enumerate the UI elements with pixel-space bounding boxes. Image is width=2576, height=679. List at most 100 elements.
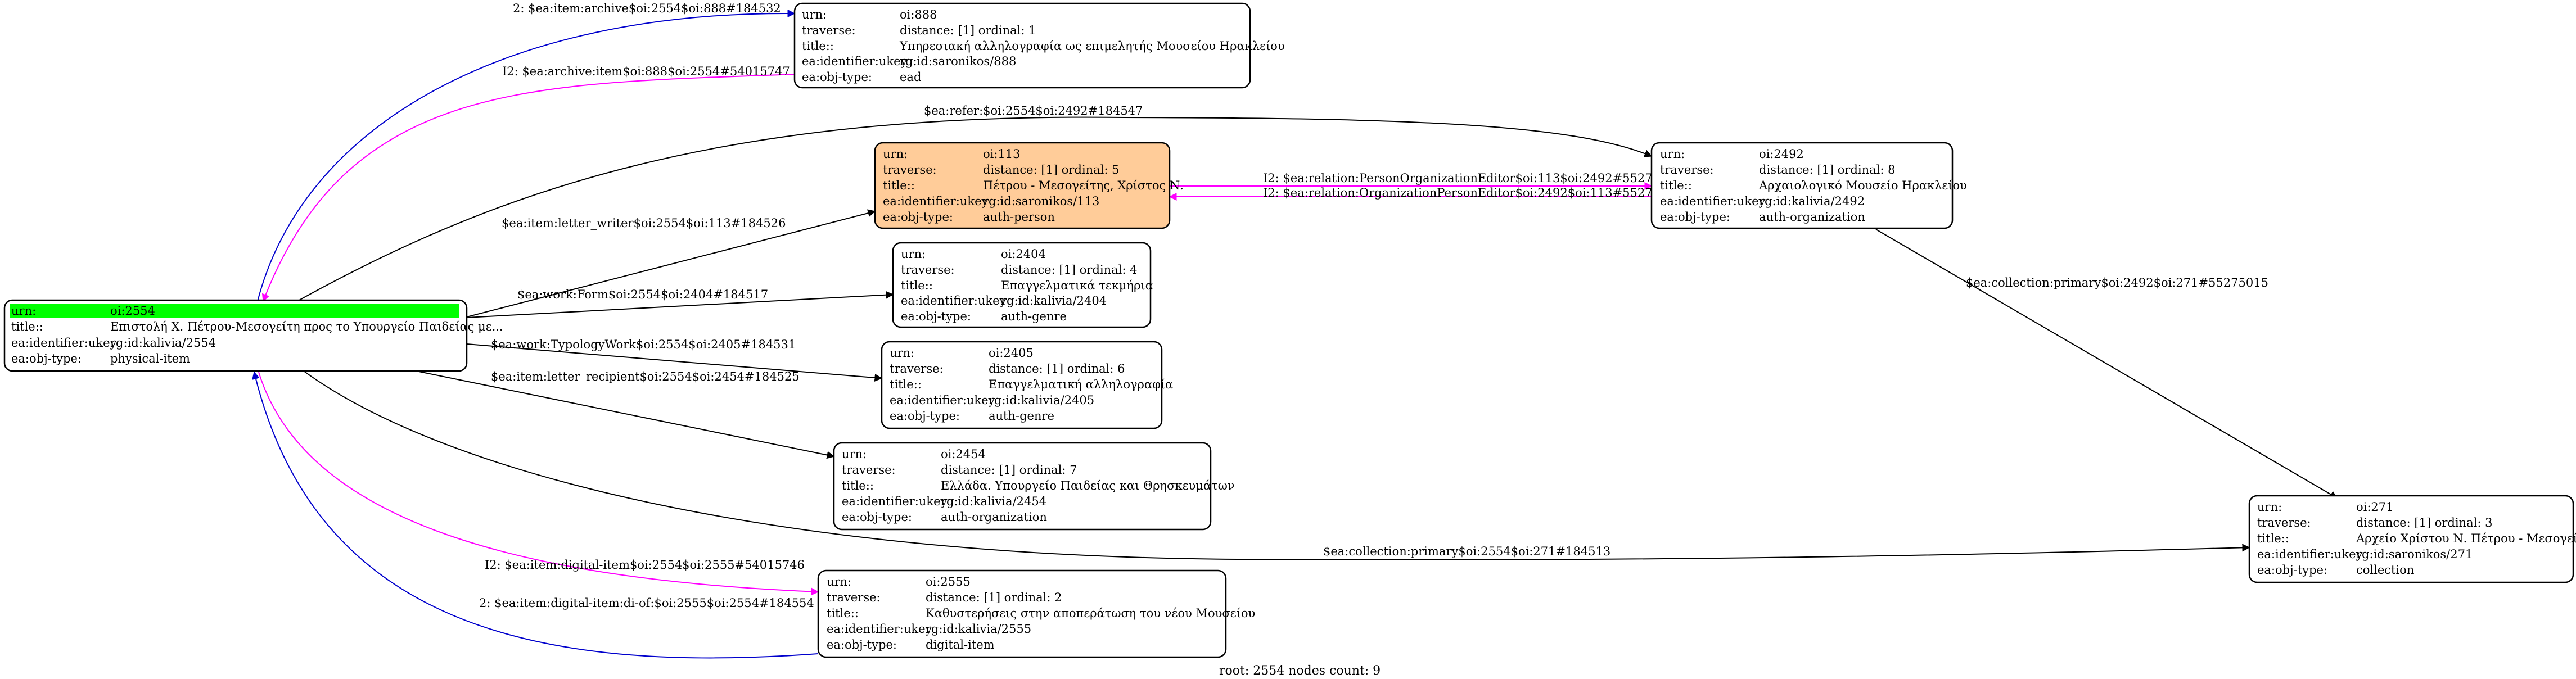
edge-digital-item-of-2555-2554[interactable]: 2: $ea:item:digital-item:di-of:$oi:2555$…	[252, 371, 819, 659]
node-value: digital-item	[926, 638, 995, 651]
node-value: Επιστολή Χ. Πέτρου-Μεσογείτη προς το Υπο…	[110, 320, 503, 333]
node-key: traverse:	[1660, 163, 1714, 176]
node-value: distance: [1] ordinal: 2	[926, 591, 1062, 604]
node-value: oi:271	[2356, 500, 2394, 514]
node-key: title::	[827, 606, 859, 620]
node-value: oi:2554	[110, 304, 155, 318]
node-value: distance: [1] ordinal: 1	[900, 24, 1036, 37]
node-value: oi:888	[900, 8, 937, 21]
edge-collection-2492-271[interactable]: $ea:collection:primary$oi:2492$oi:271#55…	[1875, 229, 2338, 499]
node-2555[interactable]: urn: oi:2555 traverse: distance: [1] ord…	[817, 569, 1255, 658]
node-key: ea:identifier:ukey	[890, 393, 995, 407]
node-key: ea:obj-type:	[802, 70, 872, 84]
edge-form-2554-2404[interactable]: $ea:work:Form$oi:2554$oi:2404#184517	[466, 288, 894, 318]
node-key: ea:obj-type:	[2257, 563, 2327, 577]
node-value: Επαγγελματική αλληλογραφία	[989, 378, 1173, 391]
edge-archive-2554-888[interactable]: 2: $ea:item:archive$oi:2554$oi:888#18453…	[257, 2, 796, 302]
edge-collection-2554-271[interactable]: $ea:collection:primary$oi:2554$oi:271#18…	[303, 370, 2250, 560]
node-value: rg:id:saronikos/113	[983, 194, 1099, 208]
node-key: urn:	[11, 304, 36, 318]
edge-letter-writer-2554-113[interactable]: $ea:item:letter_writer$oi:2554$oi:113#18…	[462, 209, 876, 319]
node-key: urn:	[883, 147, 908, 161]
node-value: Αρχείο Χρίστου Ν. Πέτρου - Μεσογείτη	[2356, 532, 2576, 545]
node-value: Υπηρεσιακή αλληλογραφία ως επιμελητής Μο…	[899, 39, 1285, 53]
node-key: urn:	[842, 447, 867, 461]
node-value: distance: [1] ordinal: 4	[1001, 263, 1138, 277]
node-key: ea:obj-type:	[901, 310, 971, 323]
node-271[interactable]: urn: oi:271 traverse: distance: [1] ordi…	[2248, 495, 2576, 583]
node-key: title::	[11, 320, 43, 333]
node-value: distance: [1] ordinal: 6	[989, 362, 1125, 375]
node-value: Πέτρου - Μεσογείτης, Χρίστος Ν.	[983, 179, 1184, 192]
node-value: distance: [1] ordinal: 8	[1759, 163, 1896, 176]
node-value: rg:id:kalivia/2554	[110, 336, 216, 350]
node-value: collection	[2356, 563, 2414, 577]
node-value: rg:id:kalivia/2404	[1001, 294, 1107, 307]
node-value: oi:2405	[989, 346, 1034, 360]
node-key: ea:identifier:ukey	[11, 336, 117, 350]
edge-archive-item-888-2554[interactable]: I2: $ea:archive:item$oi:888$oi:2554#5401…	[261, 65, 795, 302]
node-2405[interactable]: urn: oi:2405 traverse: distance: [1] ord…	[881, 341, 1173, 429]
node-key: title::	[802, 39, 834, 53]
node-value: physical-item	[110, 352, 190, 365]
node-value: oi:2492	[1759, 147, 1804, 161]
node-value: auth-person	[983, 210, 1055, 224]
node-value: rg:id:kalivia/2405	[989, 393, 1094, 407]
edge-label: I2: $ea:archive:item$oi:888$oi:2554#5401…	[502, 65, 790, 78]
edge-label: $ea:item:letter_writer$oi:2554$oi:113#18…	[502, 216, 786, 230]
edge-label: I2: $ea:item:digital-item$oi:2554$oi:255…	[485, 558, 805, 572]
node-key: urn:	[2257, 500, 2282, 514]
graph-footer: root: 2554 nodes count: 9	[1219, 664, 1381, 678]
node-key: urn:	[901, 247, 926, 261]
node-value: distance: [1] ordinal: 3	[2356, 516, 2493, 529]
node-888[interactable]: urn: oi:888 traverse: distance: [1] ordi…	[793, 2, 1285, 89]
node-key: ea:obj-type:	[842, 510, 912, 524]
node-value: auth-organization	[1759, 210, 1865, 224]
node-value: rg:id:kalivia/2555	[926, 622, 1031, 636]
node-key: ea:identifier:ukey	[842, 495, 948, 508]
edge-digital-item-2554-2555[interactable]: I2: $ea:item:digital-item$oi:2554$oi:255…	[258, 372, 819, 596]
node-value: oi:2454	[941, 447, 986, 461]
edge-label: $ea:collection:primary$oi:2554$oi:271#18…	[1323, 545, 1610, 558]
node-value: rg:id:kalivia/2492	[1759, 194, 1865, 208]
node-2404[interactable]: urn: oi:2404 traverse: distance: [1] ord…	[892, 242, 1153, 328]
edge-label: I2: $ea:relation:OrganizationPersonEdito…	[1263, 186, 1682, 200]
node-value: Αρχαιολογικό Μουσείο Ηρακλείου	[1758, 179, 1967, 192]
edges: 2: $ea:item:archive$oi:2554$oi:888#18453…	[252, 2, 2338, 659]
node-key: ea:identifier:ukey	[1660, 194, 1766, 208]
node-key: title::	[901, 279, 933, 292]
node-key: ea:identifier:ukey	[901, 294, 1007, 307]
nodes: urn: oi:2554 title:: Επιστολή Χ. Πέτρου-…	[3, 2, 2576, 658]
edge-refer-2554-2492[interactable]: $ea:refer:$oi:2554$oi:2492#184547	[299, 104, 1653, 301]
edge-label: $ea:work:Form$oi:2554$oi:2404#184517	[517, 288, 768, 301]
node-key: title::	[842, 479, 874, 492]
node-value: oi:2555	[926, 575, 971, 589]
edge-person-org-editor-113-2492[interactable]: I2: $ea:relation:PersonOrganizationEdito…	[1170, 171, 1682, 190]
node-key: urn:	[1660, 147, 1685, 161]
node-key: title::	[2257, 532, 2289, 545]
node-value: oi:113	[983, 147, 1021, 161]
node-2492[interactable]: urn: oi:2492 traverse: distance: [1] ord…	[1650, 142, 1967, 229]
node-key: traverse:	[842, 463, 896, 477]
node-value: oi:2404	[1001, 247, 1046, 261]
edge-org-person-editor-2492-113[interactable]: I2: $ea:relation:OrganizationPersonEdito…	[1169, 186, 1682, 201]
node-113[interactable]: urn: oi:113 traverse: distance: [1] ordi…	[874, 142, 1184, 229]
edge-label: $ea:item:letter_recipient$oi:2554$oi:245…	[491, 370, 800, 383]
node-key: title::	[890, 378, 922, 391]
node-value: auth-organization	[941, 510, 1047, 524]
node-key: traverse:	[802, 24, 856, 37]
node-key: ea:identifier:ukey	[2257, 547, 2363, 561]
edge-label: $ea:refer:$oi:2554$oi:2492#184547	[924, 104, 1143, 117]
node-key: traverse:	[827, 591, 881, 604]
node-value: auth-genre	[1001, 310, 1067, 323]
node-value: Επαγγελματικά τεκμήρια	[1001, 279, 1153, 292]
node-value: auth-genre	[989, 409, 1054, 423]
node-2554[interactable]: urn: oi:2554 title:: Επιστολή Χ. Πέτρου-…	[3, 299, 503, 372]
node-key: urn:	[827, 575, 851, 589]
node-2454[interactable]: urn: oi:2454 traverse: distance: [1] ord…	[833, 442, 1235, 531]
edge-typology-2554-2405[interactable]: $ea:work:TypologyWork$oi:2554$oi:2405#18…	[466, 338, 883, 382]
node-key: ea:identifier:ukey	[827, 622, 932, 636]
edge-label: $ea:collection:primary$oi:2492$oi:271#55…	[1966, 276, 2268, 289]
edge-letter-recipient-2554-2454[interactable]: $ea:item:letter_recipient$oi:2554$oi:245…	[416, 370, 835, 459]
